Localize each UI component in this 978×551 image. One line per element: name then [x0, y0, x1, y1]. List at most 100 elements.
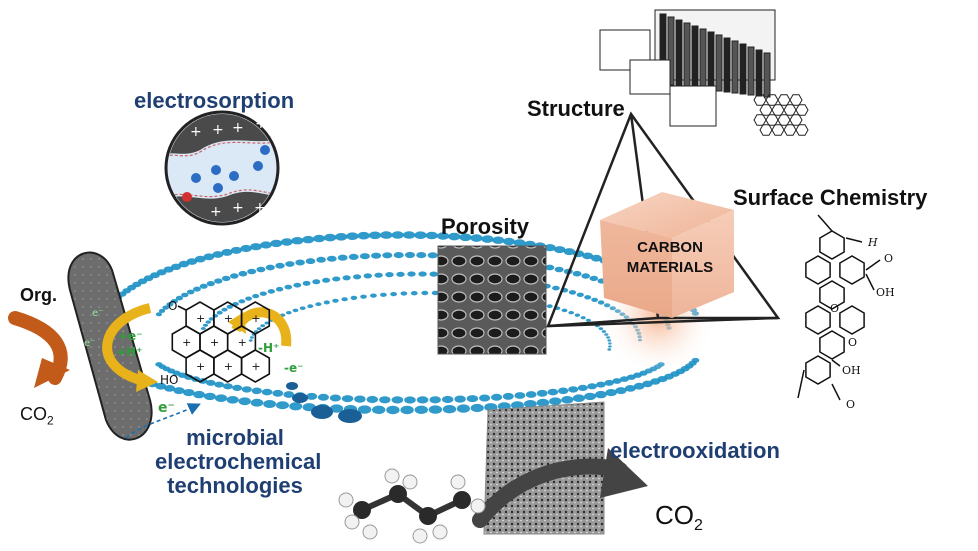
hexagon-ring — [240, 301, 271, 335]
swirl-dot — [238, 299, 246, 304]
swirl-dot — [561, 396, 574, 404]
porosity-label: Porosity — [441, 214, 530, 239]
swirl-dot — [536, 389, 548, 397]
electron-in-label: +e⁻ — [118, 329, 143, 343]
graphene-hexagon — [771, 124, 785, 136]
swirl-dot — [524, 400, 537, 408]
swirl-dot — [348, 253, 359, 260]
swirl-dot — [221, 275, 231, 282]
swirl-dot — [491, 393, 503, 401]
swirl-dot — [421, 290, 429, 296]
swirl-dot — [596, 381, 606, 388]
swirl-dot — [203, 392, 216, 401]
swirl-dot — [587, 383, 597, 390]
swirl-dot-large — [338, 409, 362, 423]
swirl-dot — [312, 279, 321, 285]
swirl-dot — [368, 231, 382, 240]
swirl-dot — [155, 382, 167, 390]
swirl-dot — [442, 405, 457, 414]
swirl-dot — [502, 392, 514, 400]
butane-molecule — [338, 468, 486, 544]
co2-left-text: CO — [20, 404, 47, 424]
swirl-dot — [633, 382, 645, 390]
structure-layer — [683, 22, 691, 88]
swirl-dot — [379, 396, 391, 404]
bond — [797, 369, 805, 399]
swirl-dot — [590, 254, 602, 262]
plus-sign: + — [182, 336, 191, 349]
structure-layer — [715, 34, 723, 92]
swirl-dot — [382, 252, 393, 259]
swirl-dot — [332, 298, 339, 303]
structure-layer — [731, 40, 739, 94]
swirl-dot — [324, 233, 337, 242]
swirl-dot — [208, 317, 215, 321]
electrooxidation-label: electrooxidation — [610, 438, 780, 463]
dashed-electron-arrow — [125, 403, 201, 439]
plus-sign: + — [224, 360, 233, 373]
swirl-dot — [283, 391, 295, 398]
swirl-dot — [372, 405, 386, 414]
swirl-dot — [481, 235, 494, 243]
swirl-dot — [193, 390, 206, 399]
chem-o3-label: O — [848, 336, 857, 349]
swirl-dot — [272, 389, 284, 397]
bond — [831, 359, 841, 367]
swirl-dot — [414, 405, 428, 414]
swirl-dot — [568, 311, 574, 315]
aromatic-ring — [839, 255, 865, 285]
svg-text:+: + — [232, 200, 244, 216]
swirl-dot — [359, 253, 370, 260]
swirl-dot — [612, 378, 622, 384]
graphene-hexagon — [777, 94, 791, 106]
quinone-o-label: O — [168, 299, 177, 313]
electrooxidation-arrow — [472, 448, 648, 528]
plus-sign: + — [224, 312, 233, 325]
graphene-hexagon — [753, 114, 767, 126]
swirl-dot — [448, 232, 461, 241]
plus-sign: + — [196, 312, 205, 325]
swirl-dot — [166, 302, 174, 307]
bio-electron-1: e⁻ — [84, 338, 95, 349]
swirl-dot — [155, 362, 163, 367]
swirl-dot — [544, 244, 556, 252]
swirl-dot — [353, 274, 362, 280]
swirl-dot — [380, 231, 393, 239]
microbial-line-3: technologies — [167, 473, 303, 498]
swirl-dot — [293, 282, 302, 288]
swirl-dot — [335, 233, 348, 241]
plus-sign: + — [251, 312, 260, 325]
swirl-dot — [431, 290, 439, 296]
swirl-dot — [479, 394, 491, 402]
swirl-dot — [194, 255, 206, 263]
svg-text:+: + — [212, 122, 224, 138]
carbonyl-bond — [177, 305, 187, 311]
swirl-dot — [425, 231, 438, 240]
carbon-materials-label: CARBON MATERIALS — [610, 238, 730, 278]
swirl-dot — [546, 304, 553, 309]
swirl-dot — [385, 272, 394, 278]
swirl-dot — [414, 231, 427, 239]
swirl-dot — [275, 262, 285, 269]
microbial-label: microbial electrochemical technologies — [155, 426, 321, 498]
svg-text:+: + — [255, 116, 267, 132]
swirl-dot — [221, 248, 233, 256]
swirl-dot — [265, 264, 275, 271]
swirl-dot — [619, 376, 629, 382]
reduction-arrow — [102, 303, 158, 392]
swirl-dot — [214, 381, 224, 388]
swirl-dot — [558, 387, 569, 395]
swirl-dot — [326, 255, 337, 262]
swirl-dot — [232, 384, 243, 391]
swirl-dot — [552, 285, 560, 291]
swirl-dot — [454, 395, 466, 403]
aromatic-ring — [819, 280, 845, 310]
structure-layer — [739, 43, 747, 95]
swirl-dot — [299, 306, 306, 311]
swirl-dot — [212, 251, 224, 258]
swirl-dot — [341, 297, 348, 302]
swirl-dot — [332, 276, 341, 282]
hexagon-ring — [240, 349, 271, 383]
swirl-dot — [437, 232, 450, 240]
